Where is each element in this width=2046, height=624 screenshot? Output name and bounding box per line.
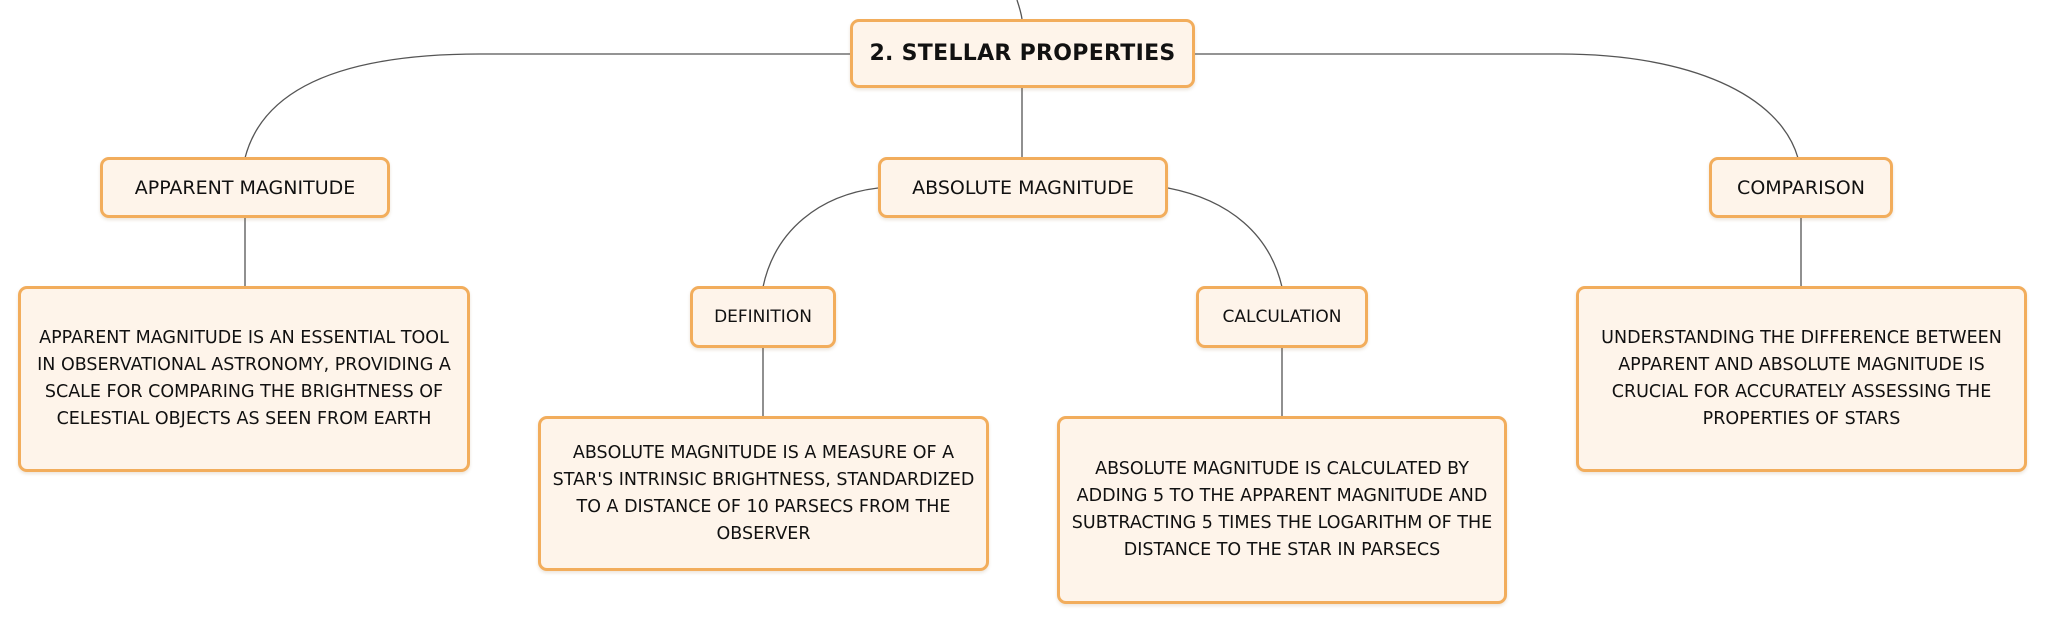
- connector-root-to-comparison: [1195, 53, 1799, 159]
- node-label: 2. STELLAR PROPERTIES: [869, 41, 1176, 66]
- node-text: UNDERSTANDING THE DIFFERENCE BETWEEN APP…: [1601, 328, 2002, 429]
- node-definition-description[interactable]: ABSOLUTE MAGNITUDE IS A MEASURE OF A STA…: [538, 416, 989, 571]
- node-text: ABSOLUTE MAGNITUDE IS CALCULATED BY ADDI…: [1071, 459, 1493, 560]
- node-apparent-magnitude[interactable]: APPARENT MAGNITUDE: [100, 157, 390, 218]
- node-text: ABSOLUTE MAGNITUDE IS A MEASURE OF A STA…: [552, 442, 975, 544]
- node-calculation[interactable]: CALCULATION: [1196, 286, 1368, 348]
- node-comparison-description[interactable]: UNDERSTANDING THE DIFFERENCE BETWEEN APP…: [1576, 286, 2027, 472]
- node-definition[interactable]: DEFINITION: [690, 286, 836, 348]
- node-stellar-properties[interactable]: 2. STELLAR PROPERTIES: [850, 19, 1195, 88]
- node-apparent-description[interactable]: APPARENT MAGNITUDE IS AN ESSENTIAL TOOL …: [18, 286, 470, 472]
- connector-root-to-apparent: [244, 53, 850, 159]
- node-label: ABSOLUTE MAGNITUDE: [912, 176, 1134, 199]
- node-label: DEFINITION: [714, 307, 812, 327]
- connector-absolute-to-calculation: [1167, 187, 1283, 288]
- node-text: APPARENT MAGNITUDE IS AN ESSENTIAL TOOL …: [37, 328, 451, 429]
- node-comparison[interactable]: COMPARISON: [1709, 157, 1893, 218]
- connector-parent-to-root: [1016, 0, 1023, 20]
- node-label: COMPARISON: [1737, 176, 1865, 199]
- node-absolute-magnitude[interactable]: ABSOLUTE MAGNITUDE: [878, 157, 1168, 218]
- node-calculation-description[interactable]: ABSOLUTE MAGNITUDE IS CALCULATED BY ADDI…: [1057, 416, 1507, 604]
- connector-absolute-to-definition: [762, 187, 879, 288]
- node-label: CALCULATION: [1222, 307, 1342, 327]
- node-label: APPARENT MAGNITUDE: [134, 176, 356, 199]
